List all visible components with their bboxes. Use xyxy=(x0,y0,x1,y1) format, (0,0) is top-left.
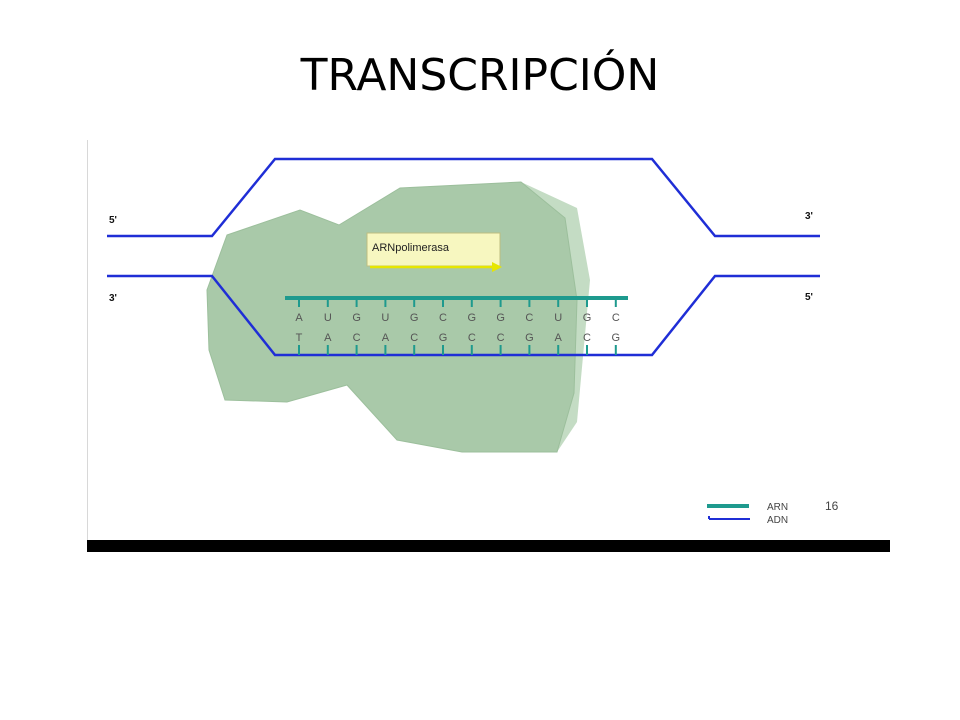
dna-base: C xyxy=(497,332,505,344)
dna-base: G xyxy=(439,332,448,344)
rna-base: G xyxy=(468,312,477,324)
dna-base: G xyxy=(525,332,534,344)
dna-base: G xyxy=(612,332,621,344)
rna-base-ticks xyxy=(298,298,617,307)
label-top-right: 3' xyxy=(805,211,813,222)
label-bottom-left: 3' xyxy=(109,293,117,304)
dna-base: C xyxy=(583,332,591,344)
dna-base: C xyxy=(410,332,418,344)
dna-base: T xyxy=(296,332,303,344)
dna-base: A xyxy=(324,332,332,344)
rna-base: G xyxy=(410,312,419,324)
dna-base-ticks xyxy=(298,345,617,355)
legend: ARN ADN 16 xyxy=(707,499,839,526)
label-bottom-right: 5' xyxy=(805,292,813,303)
slide-title: TRANSCRIPCIÓN xyxy=(300,50,660,101)
dna-coding-strand xyxy=(107,157,820,238)
dna-template-strand xyxy=(107,274,820,357)
enzyme-label-box: ARNpolimerasa xyxy=(366,232,502,272)
enzyme-label: ARNpolimerasa xyxy=(372,242,450,254)
direction-arrow-head xyxy=(492,262,502,272)
rna-base: U xyxy=(381,312,389,324)
legend-dna-label: ADN xyxy=(767,515,788,526)
rna-base: C xyxy=(439,312,447,324)
rna-base: U xyxy=(324,312,332,324)
rna-base: C xyxy=(525,312,533,324)
rna-base: A xyxy=(295,312,303,324)
enzyme-highlight xyxy=(400,182,590,452)
dna-base: C xyxy=(468,332,476,344)
page-number: 16 xyxy=(825,499,839,513)
dna-base: A xyxy=(555,332,563,344)
rna-base: C xyxy=(612,312,620,324)
rna-base: G xyxy=(496,312,505,324)
rna-base: U xyxy=(554,312,562,324)
legend-rna-label: ARN xyxy=(767,502,788,513)
rna-base: G xyxy=(352,312,361,324)
dna-base: A xyxy=(382,332,390,344)
dna-base: C xyxy=(353,332,361,344)
label-top-left: 5' xyxy=(109,215,117,226)
bottom-bar xyxy=(87,540,890,552)
rna-base: G xyxy=(583,312,592,324)
